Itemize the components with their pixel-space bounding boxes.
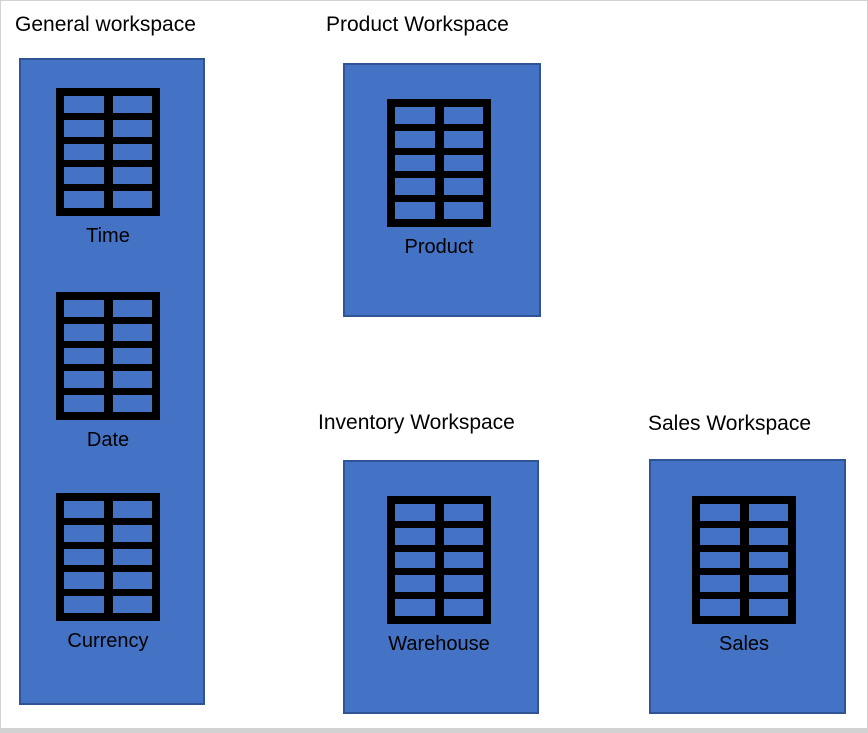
table-warehouse[interactable]: Warehouse [369, 496, 509, 656]
workspace-title-product: Product Workspace [326, 13, 509, 36]
table-label: Currency [67, 630, 149, 652]
table-icon [692, 496, 796, 624]
workspace-title-inventory: Inventory Workspace [318, 411, 515, 434]
table-label: Time [86, 225, 130, 247]
table-label: Date [86, 429, 130, 451]
table-label: Sales [718, 633, 770, 655]
bottom-edge-strip [1, 728, 867, 733]
table-icon [387, 99, 491, 227]
table-label: Warehouse [388, 633, 490, 655]
workspace-box-general[interactable]: Time Date Currency [19, 58, 205, 705]
table-time[interactable]: Time [38, 88, 178, 248]
table-date[interactable]: Date [38, 292, 178, 452]
table-sales[interactable]: Sales [674, 496, 814, 656]
workspace-title-sales: Sales Workspace [648, 412, 812, 435]
workspace-box-product[interactable]: Product [343, 63, 541, 317]
table-icon [56, 292, 160, 420]
workspace-box-sales[interactable]: Sales [649, 459, 846, 714]
table-currency[interactable]: Currency [38, 493, 178, 653]
table-icon [56, 88, 160, 216]
table-icon [56, 493, 160, 621]
workspace-box-inventory[interactable]: Warehouse [343, 460, 539, 714]
workspace-title-general: General workspace [15, 13, 196, 36]
table-label: Product [404, 236, 474, 258]
table-product[interactable]: Product [369, 99, 509, 259]
table-icon [387, 496, 491, 624]
